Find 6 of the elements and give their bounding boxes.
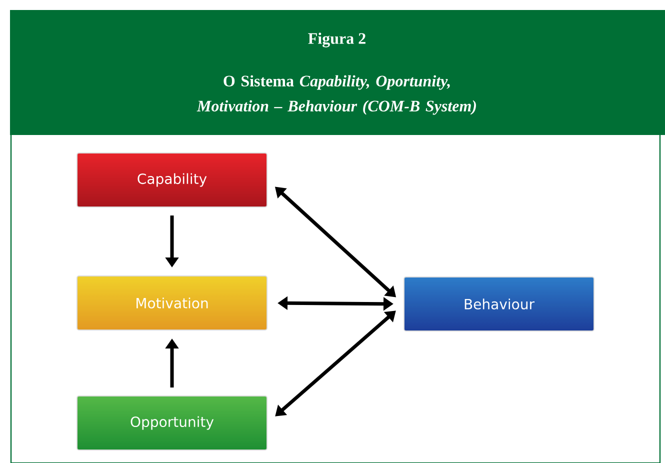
label-box: Behaviour	[404, 276, 594, 332]
label-box: Capability	[76, 152, 268, 208]
figure-number: Figura 2	[308, 32, 366, 48]
label-box: Opportunity	[76, 396, 268, 450]
title: O Sistema Capability, Oportunity, Motivation – Behaviour (COM-B System)	[196, 75, 476, 115]
label-box: Motivation	[76, 276, 268, 330]
